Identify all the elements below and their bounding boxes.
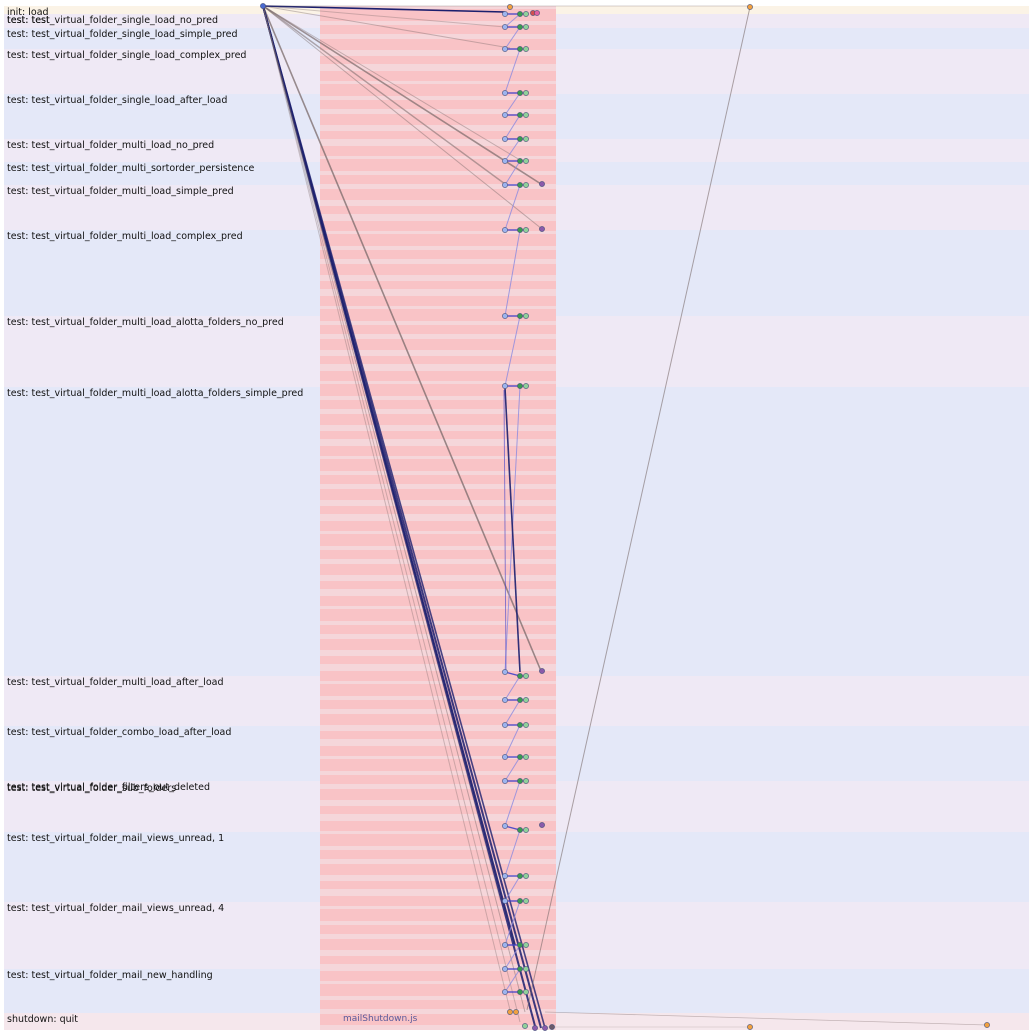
- event-stripe: [320, 139, 556, 146]
- band-label: test: test_virtual_folder_combo_load_aft…: [7, 727, 232, 738]
- band-label: test: test_virtual_folder_multi_load_no_…: [7, 140, 215, 151]
- event-stripe: [320, 439, 556, 446]
- event-stripe: [320, 114, 556, 121]
- event-stripe: [320, 989, 556, 996]
- band-label: test: test_virtual_folder_multi_load_sim…: [7, 186, 234, 197]
- event-stripe: [320, 664, 556, 671]
- band-label: init: load: [7, 7, 49, 18]
- event-stripe: [320, 264, 556, 271]
- event-stripe: [320, 239, 556, 246]
- event-stripe: [320, 64, 556, 71]
- shutdown-source-note: mailShutdown.js: [343, 1014, 418, 1024]
- band-label: test: test_virtual_folder_filters_out_de…: [7, 782, 210, 793]
- event-stripe: [320, 289, 556, 296]
- event-stripe: [320, 864, 556, 871]
- event-stripe: [320, 89, 556, 96]
- event-stripe: [320, 314, 556, 321]
- event-stripe: [320, 339, 556, 346]
- band-label: test: test_virtual_folder_single_load_no…: [7, 15, 219, 26]
- band-label: test: test_virtual_folder_multi_sortorde…: [7, 163, 255, 174]
- event-stripe: [320, 939, 556, 946]
- event-stripe: [320, 964, 556, 971]
- event-stripe: [320, 164, 556, 171]
- event-stripe: [320, 214, 556, 221]
- band-label: test: test_virtual_folder_mail_views_unr…: [7, 833, 225, 844]
- band-label: test: test_virtual_folder_single_load_si…: [7, 29, 238, 40]
- band-label: test: test_virtual_folder_multi_load_alo…: [7, 388, 304, 399]
- event-stripe: [320, 589, 556, 596]
- band-label: test: test_virtual_folder_single_load_co…: [7, 50, 247, 61]
- event-stripe: [320, 539, 556, 546]
- event-stripe: [320, 639, 556, 646]
- overlap-band-label: test: test_virtual_folder_sub_folders: [7, 783, 177, 794]
- event-stripe: [320, 789, 556, 796]
- event-stripe: [320, 739, 556, 746]
- event-stripe: [320, 839, 556, 846]
- event-stripe: [320, 614, 556, 621]
- band-label: test: test_virtual_folder_mail_new_handl…: [7, 970, 213, 981]
- event-stripe: [320, 464, 556, 471]
- band-label: shutdown: quit: [7, 1014, 78, 1025]
- band-label: test: test_virtual_folder_single_load_af…: [7, 95, 228, 106]
- band-label: test: test_virtual_folder_multi_load_alo…: [7, 317, 284, 328]
- event-stripe: [320, 564, 556, 571]
- event-stripe: [320, 364, 556, 371]
- event-stripe: [320, 1025, 556, 1030]
- event-stripe: [320, 514, 556, 521]
- event-stripe: [320, 889, 556, 896]
- event-stripe: [320, 39, 556, 46]
- event-stripe: [320, 189, 556, 196]
- event-stripe: [320, 389, 556, 396]
- overlap-band-label: test: test: [7, 15, 50, 26]
- event-stripe: [320, 914, 556, 921]
- event-stripe: [320, 814, 556, 821]
- band-label: test: test_virtual_folder_mail_views_unr…: [7, 903, 225, 914]
- event-stripe: [320, 764, 556, 771]
- event-stripe: [320, 414, 556, 421]
- event-stripe: [320, 489, 556, 496]
- band-label: test: test_virtual_folder_multi_load_com…: [7, 231, 243, 242]
- event-stripe: [320, 714, 556, 721]
- band-label: test: test_virtual_folder_multi_load_aft…: [7, 677, 224, 688]
- event-stripe-column: [320, 6, 556, 1030]
- event-stripe: [320, 14, 556, 21]
- event-stripe: [320, 689, 556, 696]
